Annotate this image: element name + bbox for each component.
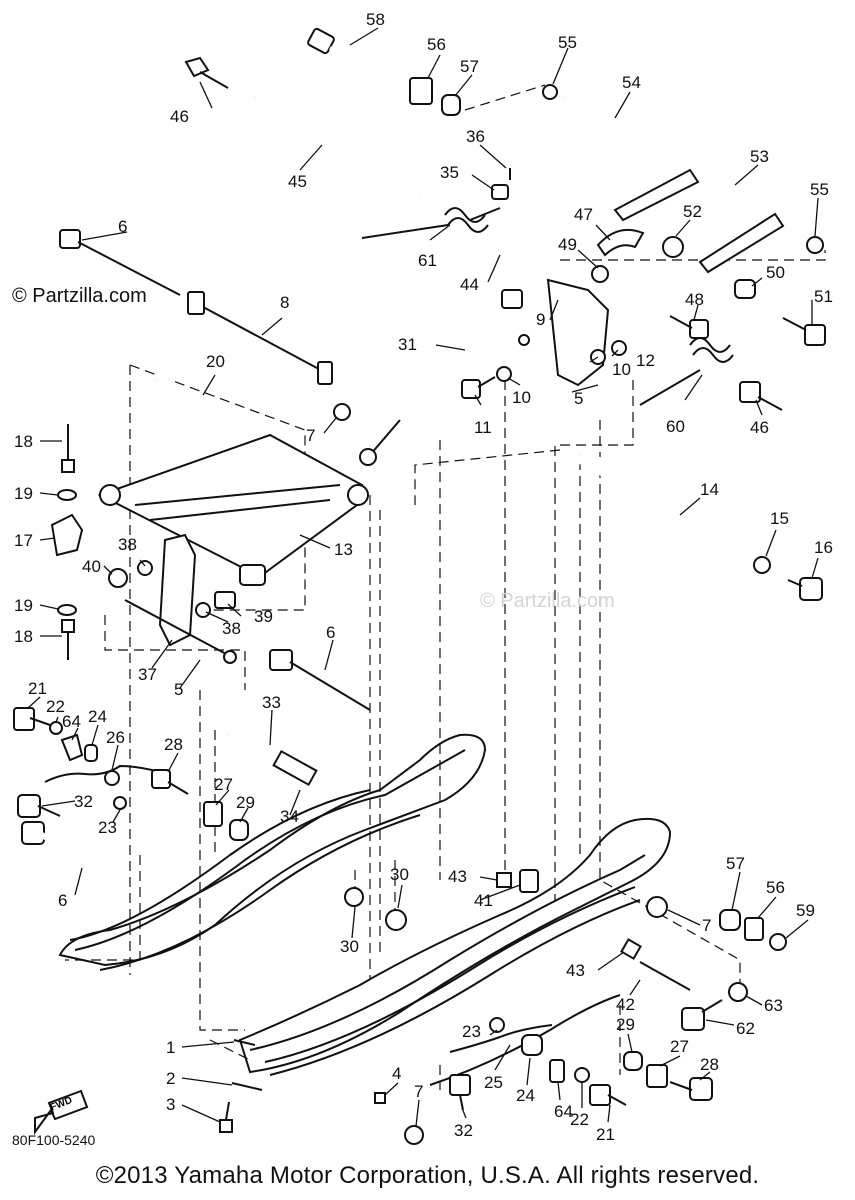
callout-12: 12 [636, 351, 655, 370]
callout-7: 7 [306, 426, 315, 445]
callout-59: 59 [796, 901, 815, 920]
callout-30: 30 [390, 865, 409, 884]
callout-61: 61 [418, 251, 437, 270]
callout-9: 9 [536, 310, 545, 329]
callout-29: 29 [236, 793, 255, 812]
callout-64b: 64 [554, 1102, 573, 1121]
rear-suspension-parts [13, 27, 826, 883]
callout-14: 14 [700, 480, 719, 499]
callout-28b: 28 [700, 1055, 719, 1074]
callout-13: 13 [334, 540, 353, 559]
callout-1: 1 [166, 1038, 175, 1057]
callout-64: 64 [62, 712, 81, 731]
callout-36: 36 [466, 127, 485, 146]
callout-5: 5 [574, 389, 583, 408]
callout-58: 58 [366, 10, 385, 29]
callout-3: 3 [166, 1095, 175, 1114]
callout-40: 40 [82, 557, 101, 576]
callout-24b: 24 [516, 1086, 535, 1105]
callout-20: 20 [206, 352, 225, 371]
callout-46: 46 [170, 107, 189, 126]
callout-27b: 27 [670, 1037, 689, 1056]
copyright-text: ©2013 Yamaha Motor Corporation, U.S.A. A… [95, 1162, 760, 1189]
callout-19b: 19 [14, 596, 33, 615]
callout-7c: 7 [414, 1082, 423, 1101]
callout-11: 11 [474, 418, 492, 437]
callout-16: 16 [814, 538, 833, 557]
callout-24: 24 [88, 707, 107, 726]
callout-45: 45 [288, 172, 307, 191]
callout-23: 23 [98, 818, 117, 837]
callout-17: 17 [14, 531, 33, 550]
diagram-code: 80F100-5240 [12, 1132, 96, 1148]
callout-51: 51 [814, 287, 833, 306]
callout-19: 19 [14, 484, 33, 503]
callout-30b: 30 [340, 937, 359, 956]
callout-46b: 46 [750, 418, 769, 437]
callout-2: 2 [166, 1069, 175, 1088]
callout-56b: 56 [766, 878, 785, 897]
callout-53: 53 [750, 147, 769, 166]
callout-4: 4 [392, 1064, 401, 1083]
callout-29b: 29 [616, 1015, 635, 1034]
callout-49: 49 [558, 235, 577, 254]
callout-6c: 6 [58, 891, 67, 910]
callout-21b: 21 [596, 1125, 615, 1144]
callout-31: 31 [398, 335, 417, 354]
callout-54: 54 [622, 73, 641, 92]
callout-57: 57 [460, 57, 479, 76]
callout-34: 34 [280, 807, 299, 826]
callout-43: 43 [448, 867, 467, 886]
callout-27: 27 [214, 775, 233, 794]
callout-6: 6 [118, 217, 127, 236]
callout-63: 63 [764, 996, 783, 1015]
callout-55b: 55 [810, 180, 829, 199]
callout-5b: 5 [174, 680, 183, 699]
callout-38: 38 [118, 535, 137, 554]
callout-18b: 18 [14, 627, 33, 646]
callout-10: 10 [612, 360, 631, 379]
callout-57b: 57 [726, 854, 745, 873]
callout-35: 35 [440, 163, 459, 182]
callout-23b: 23 [462, 1022, 481, 1041]
callout-50: 50 [766, 263, 785, 282]
callout-28: 28 [164, 735, 183, 754]
callout-39: 39 [254, 607, 273, 626]
callout-26: 26 [106, 728, 125, 747]
slide-rails [34, 733, 787, 1145]
callout-60: 60 [666, 417, 685, 436]
callout-10b: 10 [512, 388, 531, 407]
callout-18: 18 [14, 432, 33, 451]
callout-33: 33 [262, 693, 281, 712]
callout-37: 37 [138, 665, 157, 684]
callout-47: 47 [574, 205, 593, 224]
callout-32: 32 [74, 792, 93, 811]
callout-15: 15 [770, 509, 789, 528]
callout-numbers: 58 56 55 57 54 46 45 36 35 53 55 47 52 6… [14, 10, 833, 1144]
callout-32b: 32 [454, 1121, 473, 1140]
callout-8: 8 [280, 293, 289, 312]
callout-6b: 6 [326, 623, 335, 642]
callout-38b: 38 [222, 619, 241, 638]
callout-56: 56 [427, 35, 446, 54]
callout-42: 42 [616, 995, 635, 1014]
callout-22b: 22 [570, 1110, 589, 1129]
callout-52: 52 [683, 202, 702, 221]
callout-48: 48 [685, 290, 704, 309]
leader-lines [27, 27, 819, 1127]
callout-44: 44 [460, 275, 479, 294]
callout-25: 25 [484, 1073, 503, 1092]
callout-55: 55 [558, 33, 577, 52]
callout-62: 62 [736, 1019, 755, 1038]
callout-21: 21 [28, 679, 47, 698]
callout-41: 41 [474, 891, 493, 910]
callout-7b: 7 [702, 916, 711, 935]
callout-43b: 43 [566, 961, 585, 980]
callout-22: 22 [46, 697, 65, 716]
